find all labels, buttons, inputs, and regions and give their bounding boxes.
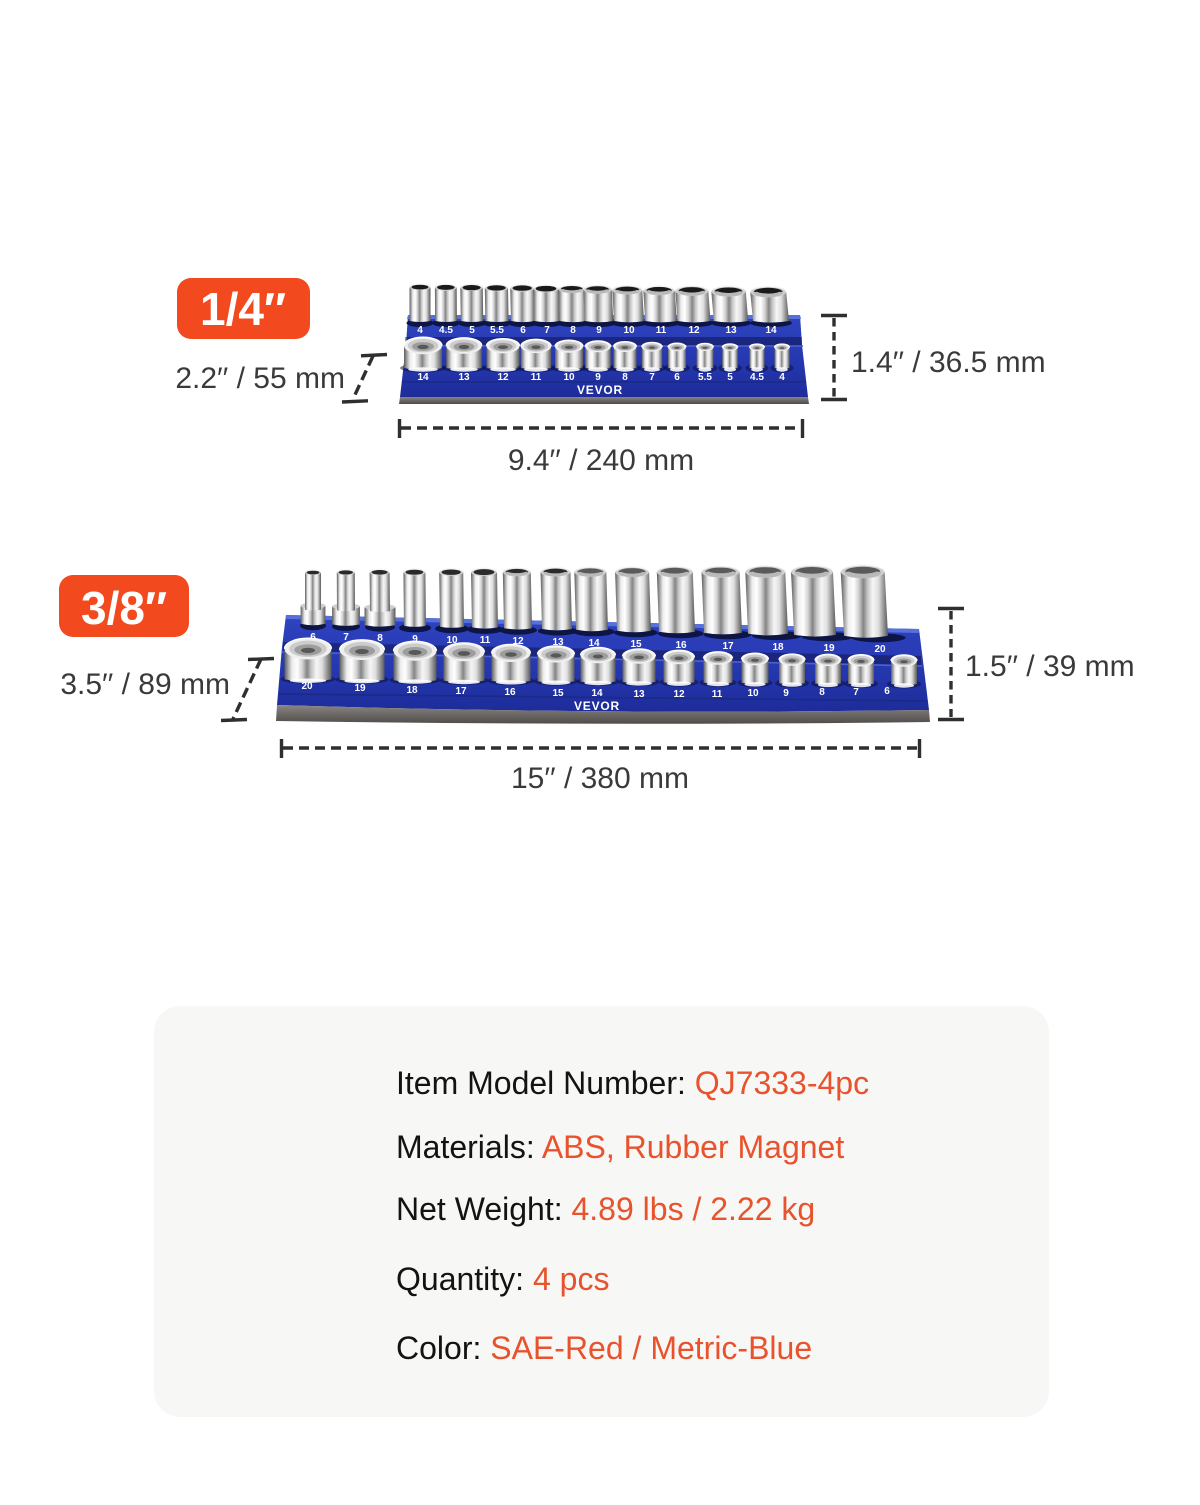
- svg-text:14: 14: [591, 688, 603, 699]
- svg-text:15′′ / 380 mm: 15′′ / 380 mm: [511, 762, 689, 795]
- svg-text:18: 18: [772, 642, 784, 653]
- svg-text:11: 11: [480, 635, 491, 646]
- svg-text:12: 12: [512, 636, 524, 647]
- svg-text:7: 7: [649, 372, 655, 383]
- svg-text:Materials: ABS, Rubber Magnet: Materials: ABS, Rubber Magnet: [396, 1129, 844, 1165]
- svg-text:9: 9: [783, 688, 789, 699]
- svg-text:12: 12: [673, 689, 685, 700]
- svg-text:5.5: 5.5: [698, 372, 712, 383]
- svg-text:6: 6: [520, 325, 526, 336]
- svg-text:4.5: 4.5: [439, 325, 453, 336]
- svg-text:14: 14: [588, 638, 600, 649]
- svg-text:13: 13: [725, 325, 737, 336]
- svg-text:9.4′′ / 240 mm: 9.4′′ / 240 mm: [508, 444, 694, 477]
- svg-text:5: 5: [727, 372, 733, 383]
- svg-text:9: 9: [595, 372, 601, 383]
- svg-text:14: 14: [765, 325, 777, 336]
- svg-text:1.4′′ / 36.5 mm: 1.4′′ / 36.5 mm: [851, 346, 1046, 379]
- svg-text:7: 7: [544, 325, 550, 336]
- svg-text:5.5: 5.5: [490, 325, 504, 336]
- svg-text:16: 16: [504, 687, 516, 698]
- svg-text:10: 10: [446, 635, 458, 646]
- svg-text:8: 8: [377, 633, 383, 644]
- svg-text:9: 9: [596, 325, 602, 336]
- svg-text:20: 20: [301, 681, 313, 692]
- svg-text:15: 15: [552, 688, 564, 699]
- svg-text:4.5: 4.5: [750, 372, 764, 383]
- svg-text:16: 16: [675, 640, 687, 651]
- svg-text:Color: SAE-Red / Metric-Blue: Color: SAE-Red / Metric-Blue: [396, 1330, 812, 1366]
- svg-text:11: 11: [712, 689, 723, 700]
- svg-text:Net Weight: 4.89 lbs / 2.22 kg: Net Weight: 4.89 lbs / 2.22 kg: [396, 1191, 815, 1227]
- svg-text:1/4′′: 1/4′′: [200, 283, 286, 335]
- svg-text:17: 17: [722, 641, 734, 652]
- svg-text:19: 19: [354, 683, 366, 694]
- svg-text:6: 6: [884, 686, 890, 697]
- svg-text:12: 12: [497, 372, 509, 383]
- svg-text:3.5′′ / 89 mm: 3.5′′ / 89 mm: [60, 668, 230, 701]
- svg-text:1.5′′ / 39 mm: 1.5′′ / 39 mm: [965, 650, 1135, 683]
- svg-text:3/8′′: 3/8′′: [81, 582, 167, 634]
- svg-text:18: 18: [406, 685, 418, 696]
- svg-text:7: 7: [343, 632, 349, 643]
- svg-text:10: 10: [623, 325, 635, 336]
- svg-text:10: 10: [747, 688, 759, 699]
- svg-text:5: 5: [469, 325, 475, 336]
- svg-text:6: 6: [310, 632, 316, 643]
- svg-text:19: 19: [823, 643, 835, 654]
- svg-text:4: 4: [779, 372, 785, 383]
- svg-text:Item Model Number: QJ7333-4pc: Item Model Number: QJ7333-4pc: [396, 1065, 869, 1101]
- svg-text:9: 9: [412, 634, 418, 645]
- svg-text:Quantity: 4 pcs: Quantity: 4 pcs: [396, 1261, 609, 1297]
- svg-text:2.2′′ / 55 mm: 2.2′′ / 55 mm: [175, 362, 345, 395]
- svg-text:13: 13: [633, 689, 645, 700]
- svg-text:11: 11: [656, 325, 667, 336]
- svg-text:8: 8: [622, 372, 628, 383]
- svg-text:8: 8: [570, 325, 576, 336]
- svg-text:8: 8: [819, 687, 825, 698]
- svg-text:12: 12: [688, 325, 700, 336]
- svg-text:20: 20: [874, 644, 886, 655]
- svg-text:14: 14: [417, 372, 429, 383]
- svg-text:6: 6: [674, 372, 680, 383]
- svg-text:VEVOR: VEVOR: [574, 699, 620, 713]
- svg-text:VEVOR: VEVOR: [577, 383, 623, 397]
- svg-text:13: 13: [552, 637, 564, 648]
- svg-text:11: 11: [531, 372, 542, 383]
- svg-text:15: 15: [630, 639, 642, 650]
- svg-text:10: 10: [563, 372, 575, 383]
- svg-text:4: 4: [417, 325, 423, 336]
- svg-text:7: 7: [853, 687, 859, 698]
- svg-text:13: 13: [458, 372, 470, 383]
- svg-text:17: 17: [455, 686, 467, 697]
